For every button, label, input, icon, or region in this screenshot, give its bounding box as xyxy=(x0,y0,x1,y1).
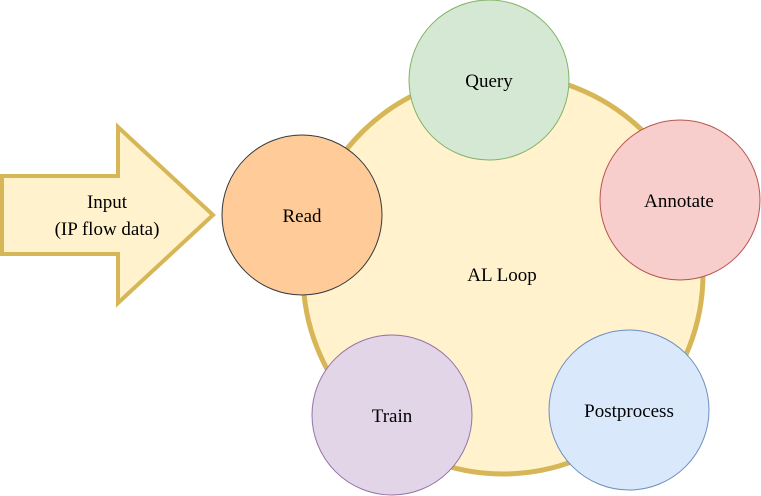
input-arrow: Input (IP flow data) xyxy=(0,122,216,308)
node-annotate-label: Annotate xyxy=(644,191,714,212)
node-train-label: Train xyxy=(372,406,413,427)
input-sublabel: (IP flow data) xyxy=(55,219,160,240)
node-train-circle xyxy=(311,334,473,496)
input-arrow-shape xyxy=(0,122,216,308)
node-query-circle xyxy=(408,0,570,161)
input-label: Input xyxy=(87,192,128,213)
node-annotate-circle xyxy=(599,119,761,281)
al-loop-label: AL Loop xyxy=(467,265,536,286)
node-postprocess-label: Postprocess xyxy=(584,401,674,422)
node-query: Query xyxy=(408,0,570,161)
node-postprocess-circle xyxy=(548,329,710,491)
node-read-label: Read xyxy=(282,206,322,227)
node-query-label: Query xyxy=(465,71,513,92)
node-annotate: Annotate xyxy=(599,119,761,281)
node-postprocess: Postprocess xyxy=(548,329,710,491)
node-train: Train xyxy=(311,334,473,496)
node-read: Read xyxy=(221,134,383,296)
node-read-circle xyxy=(221,134,383,296)
